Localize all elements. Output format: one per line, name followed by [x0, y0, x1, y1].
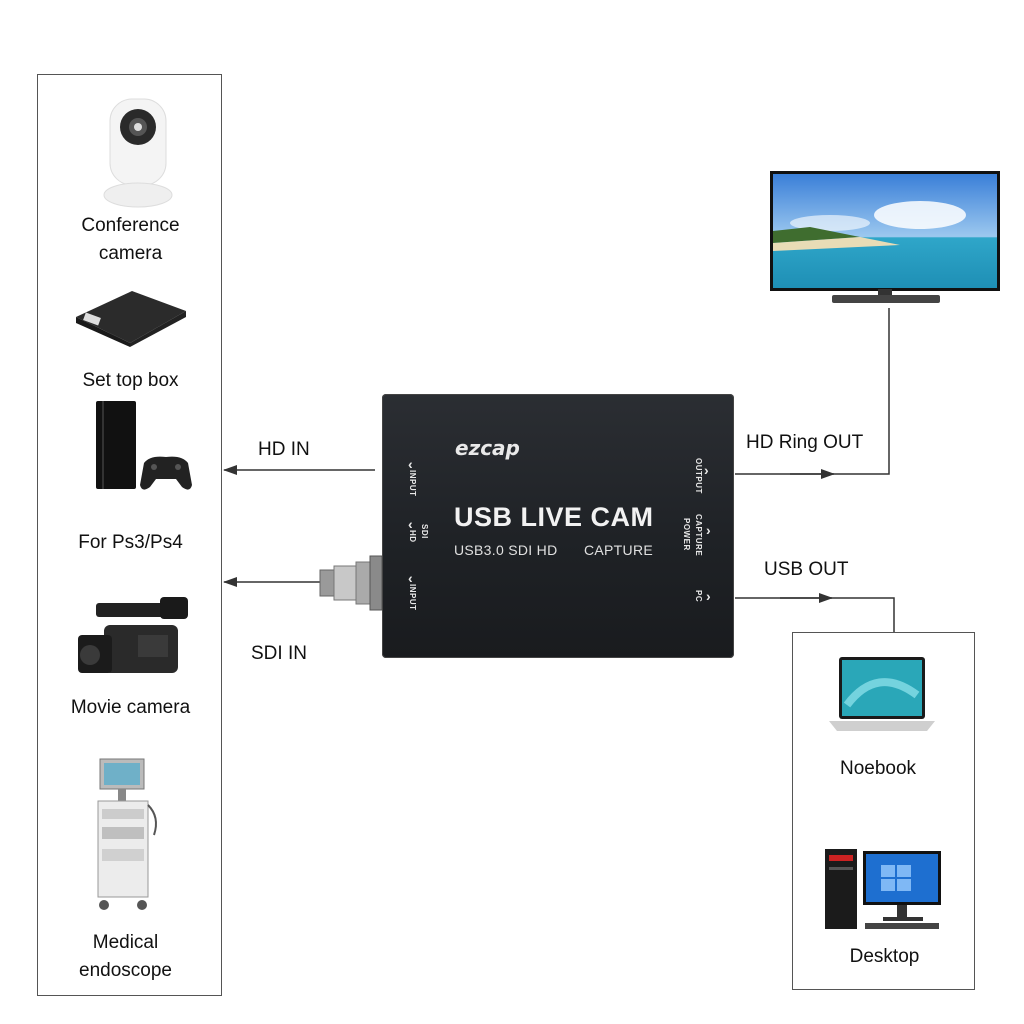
target-panel: Noebook Desktop: [792, 632, 975, 990]
device-brand: ezcap: [455, 436, 520, 460]
conference-camera-label: Conference camera: [81, 215, 180, 264]
movie-camera-label: Movie camera: [70, 697, 191, 718]
port-sdi: SDI: [420, 524, 429, 539]
power-chevron: ›: [706, 522, 711, 538]
port-hd: HD: [408, 530, 417, 543]
desktop-label: Desktop: [849, 946, 920, 967]
medical-endoscope-icon: [97, 758, 157, 910]
source-panel: Conference camera Set top box For Ps3/Ps…: [37, 74, 222, 996]
set-top-box-label: Set top box: [82, 370, 179, 391]
console-icon: [96, 401, 192, 490]
device-subtitle-right: CAPTURE: [584, 542, 653, 558]
port-input-bottom: INPUT: [408, 584, 417, 611]
input-top-chevron: ‹: [408, 456, 413, 472]
movie-camera-icon: [78, 597, 188, 673]
output-chevron: ›: [704, 462, 709, 478]
port-output: OUTPUT: [694, 458, 703, 494]
bnc-connector-icon: [319, 555, 383, 611]
pc-chevron: ›: [706, 588, 711, 604]
port-power: POWER: [682, 518, 691, 551]
desktop-icon: [825, 849, 941, 929]
conference-camera-icon: [103, 98, 173, 208]
set-top-box-icon: [76, 291, 186, 347]
capture-device: ezcap USB LIVE CAM USB3.0 SDI HD CAPTURE…: [382, 394, 734, 658]
hd-in-label: HD IN: [258, 439, 310, 460]
sdi-hd-chevron: ‹: [408, 516, 413, 532]
tv-icon: [770, 171, 1000, 303]
usb-out-line: [735, 597, 895, 632]
input-bottom-chevron: ‹: [408, 570, 413, 586]
notebook-icon: [829, 657, 935, 731]
port-input-top: INPUT: [408, 470, 417, 497]
hd-ring-out-line: [735, 308, 890, 475]
usb-out-label: USB OUT: [764, 559, 849, 580]
hd-ring-out-label: HD Ring OUT: [746, 432, 864, 453]
console-label: For Ps3/Ps4: [78, 532, 183, 553]
device-title: USB LIVE CAM: [454, 502, 654, 532]
device-subtitle-left: USB3.0 SDI HD: [454, 542, 558, 558]
sdi-in-label: SDI IN: [251, 643, 307, 664]
port-capture: CAPTURE: [694, 514, 703, 557]
medical-endoscope-label: Medical endoscope: [79, 932, 172, 981]
port-pc: PC: [694, 590, 703, 603]
notebook-label: Noebook: [839, 758, 917, 779]
